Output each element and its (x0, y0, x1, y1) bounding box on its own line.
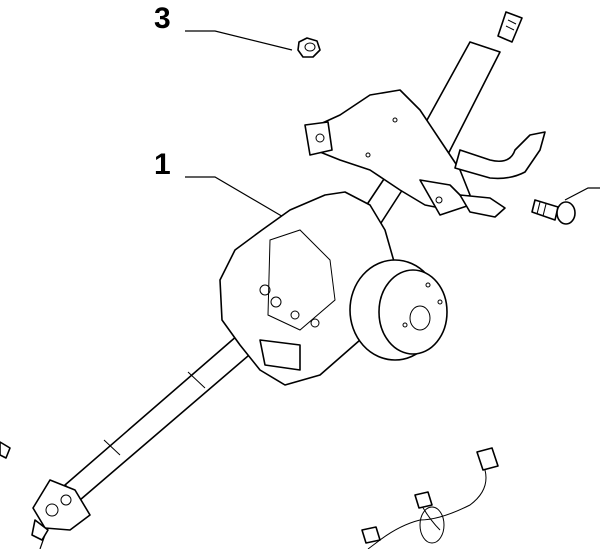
nut-part (297, 37, 321, 58)
lower-shaft (64, 334, 256, 501)
eps-housing (219, 191, 396, 386)
screw-part (0, 441, 11, 459)
callout-label-3: 3 (154, 2, 171, 35)
callout-label-1: 1 (154, 148, 171, 181)
tilt-lever (454, 131, 546, 218)
electric-motor (349, 259, 448, 361)
leader-line-3 (185, 30, 293, 51)
leader-line-bolt (564, 187, 600, 201)
mounting-bracket (304, 89, 471, 216)
leader-line-1 (185, 176, 286, 219)
universal-joint (31, 479, 91, 541)
wiring-harness (361, 447, 499, 549)
bolt-part (531, 199, 576, 225)
